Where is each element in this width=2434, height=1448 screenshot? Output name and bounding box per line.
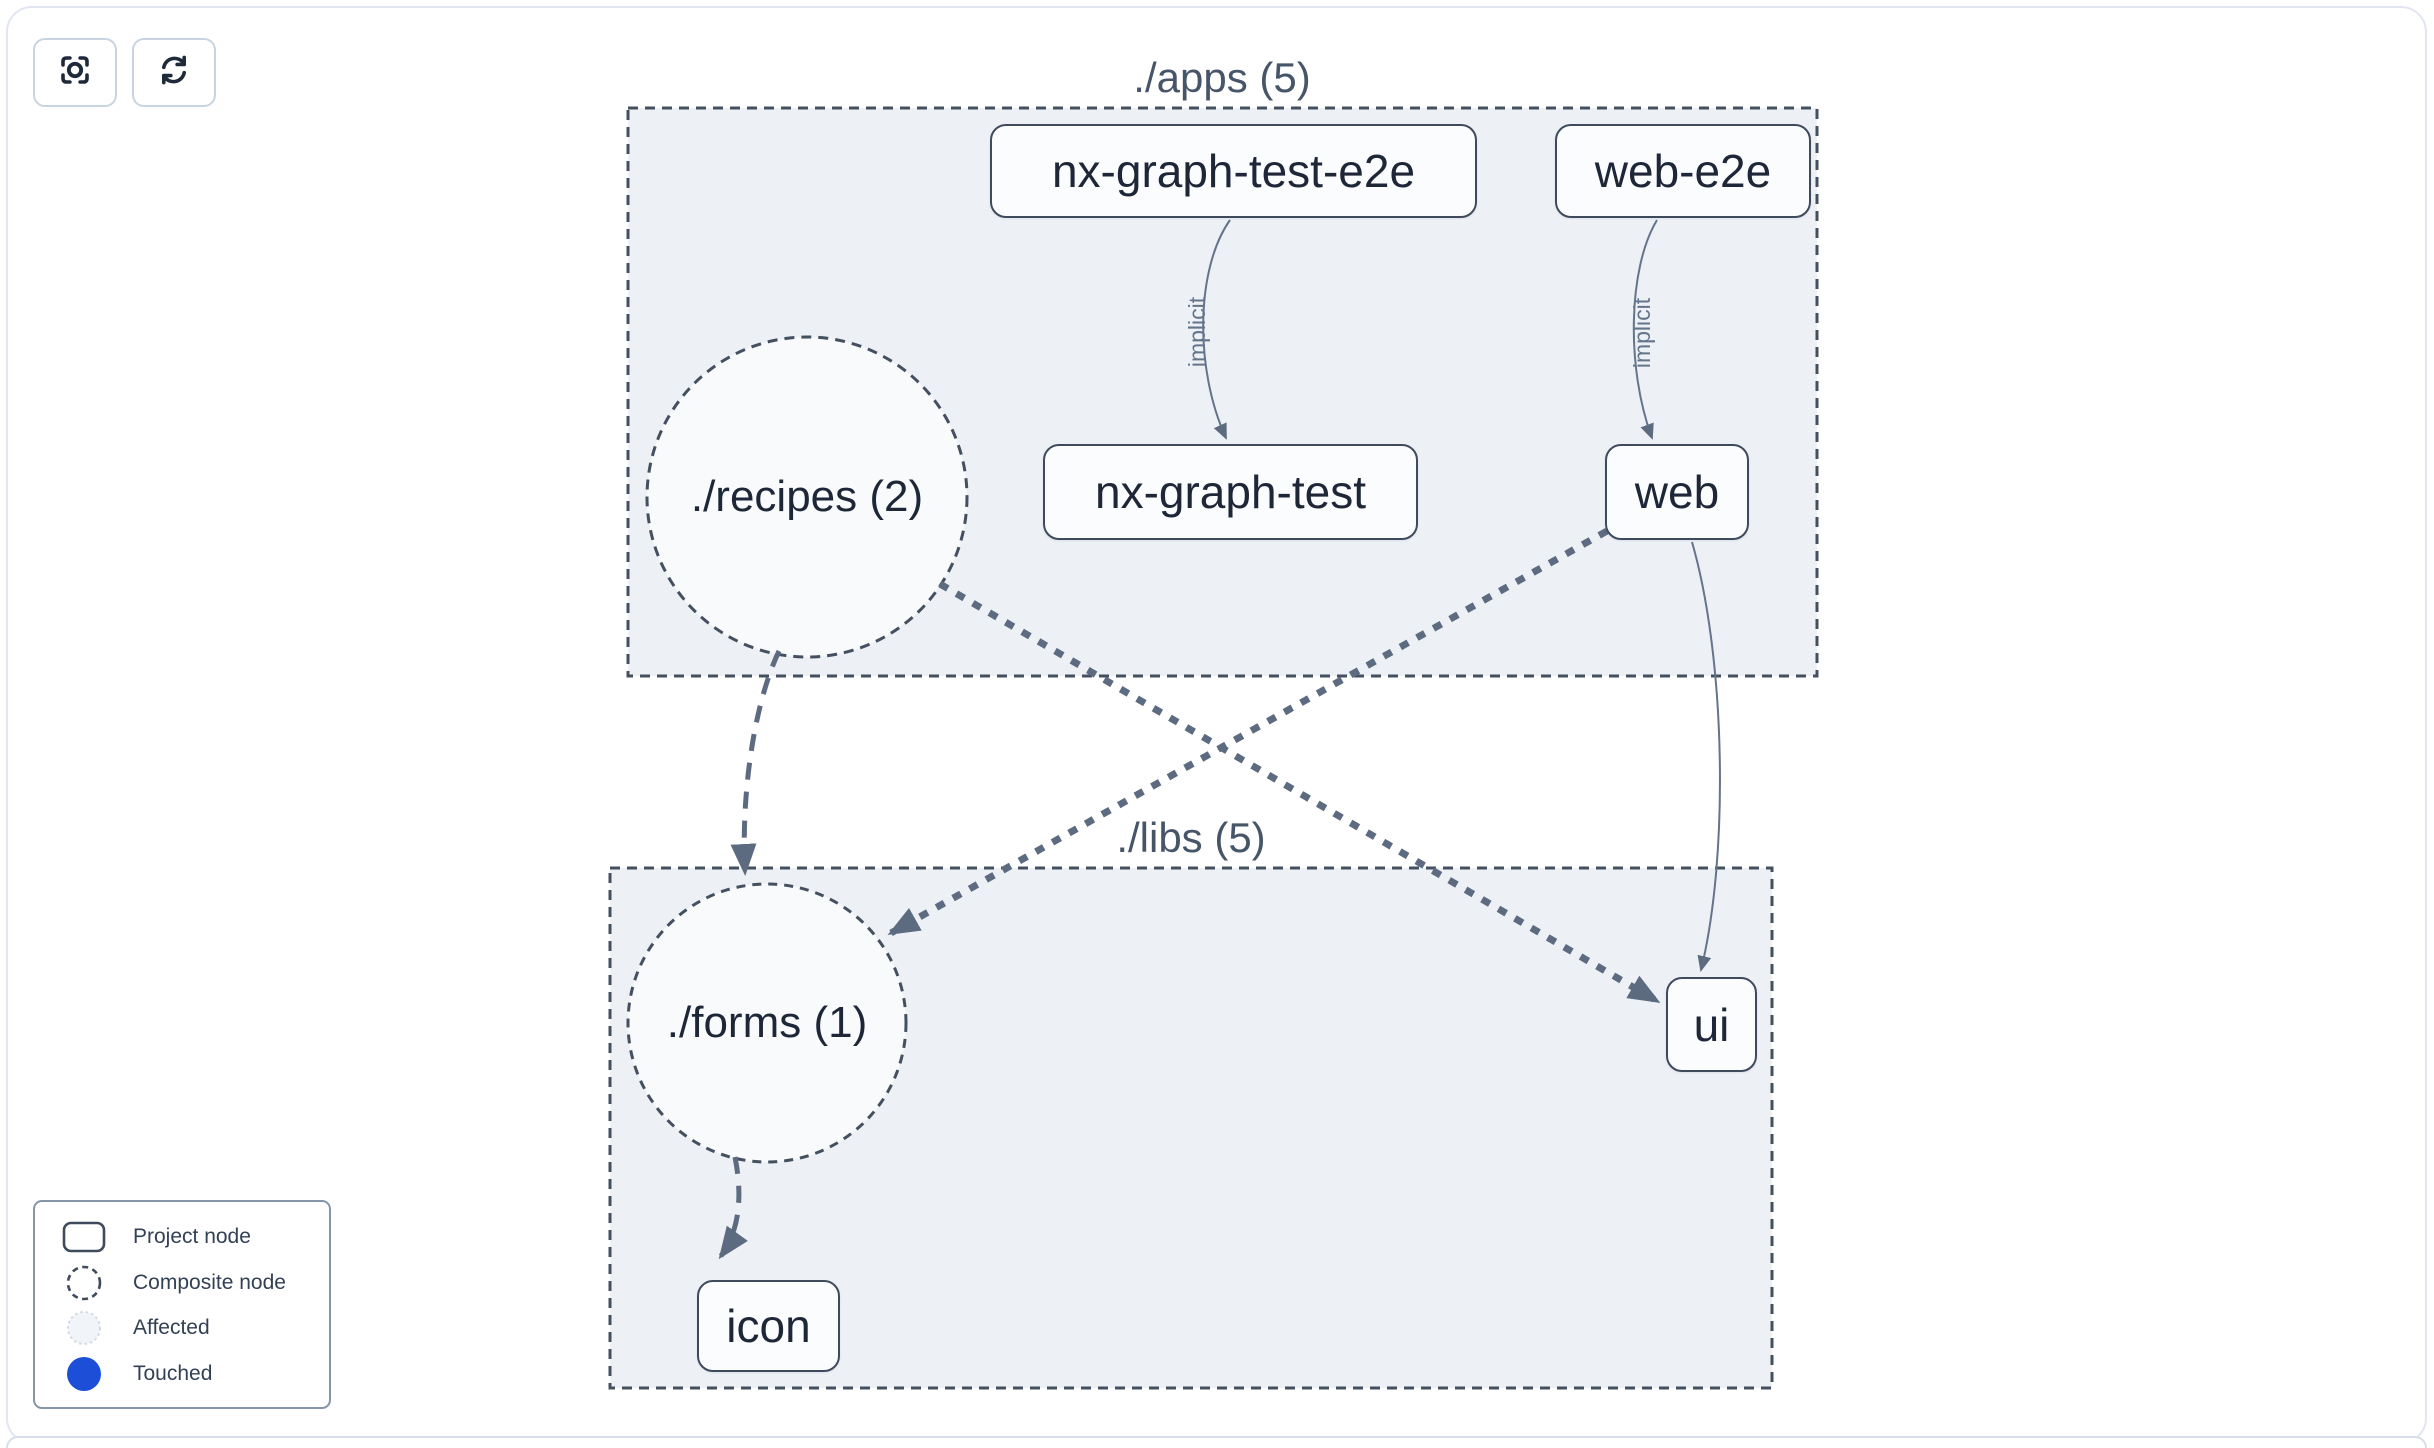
refresh-arrows-icon [156, 52, 192, 93]
node-label: web-e2e [1594, 145, 1772, 197]
node-icon[interactable]: icon [697, 1280, 840, 1372]
node-label: nx-graph-test-e2e [1051, 145, 1416, 197]
toolbar [33, 38, 216, 107]
node-label: web [1634, 466, 1720, 518]
composite-circle-recipes [645, 335, 969, 659]
node-web-e2e[interactable]: web-e2e [1555, 124, 1811, 218]
edge-forms-to-icon [718, 1156, 748, 1260]
touched-icon [35, 1355, 133, 1393]
edge-recipes-to-ui [938, 580, 1661, 1005]
node-web[interactable]: web [1605, 444, 1749, 540]
composite-node-forms[interactable]: ./forms (1) [628, 884, 906, 1162]
legend-row-affected: Affected [35, 1306, 329, 1352]
edge-web-e2e-to-web [1632, 219, 1658, 440]
node-nx-graph-test-e2e[interactable]: nx-graph-test-e2e [990, 124, 1477, 218]
node-label: ./forms (1) [666, 998, 868, 1047]
legend-label: Composite node [133, 1270, 286, 1294]
legend-row-touched: Touched [35, 1351, 329, 1397]
edge-nx-graph-test-e2e-to-nx-graph-test [1202, 219, 1231, 440]
node-label: ui [1693, 998, 1730, 1051]
project-node-icon [35, 1219, 133, 1255]
legend-label: Touched [133, 1362, 213, 1386]
node-label: nx-graph-test [1094, 466, 1366, 518]
group-label-libs: ./libs (5) [1116, 814, 1266, 861]
composite-circle-forms [626, 882, 908, 1164]
legend-row-composite-node: Composite node [35, 1260, 329, 1306]
edge-label-implicit-1: implicit [1184, 296, 1210, 367]
legend: Project node Composite node Affected [33, 1200, 331, 1409]
node-ui[interactable]: ui [1666, 977, 1757, 1072]
composite-node-recipes[interactable]: ./recipes (2) [647, 337, 967, 657]
group-label-apps: ./apps (5) [1133, 54, 1311, 101]
legend-row-project-node: Project node [35, 1214, 329, 1260]
node-label: icon [726, 1300, 811, 1352]
edge-recipes-to-forms [730, 649, 782, 876]
focus-scan-icon [57, 52, 93, 93]
legend-label: Project node [133, 1224, 251, 1248]
edge-web-to-ui [1691, 541, 1721, 972]
edge-label-implicit-2: implicit [1629, 297, 1655, 368]
focus-button[interactable] [33, 38, 117, 107]
bottom-panel-edge [6, 1436, 2427, 1448]
refresh-button[interactable] [132, 38, 216, 107]
node-label: ./recipes (2) [690, 472, 924, 521]
node-nx-graph-test[interactable]: nx-graph-test [1043, 444, 1418, 540]
edge-web-to-forms [887, 527, 1609, 937]
affected-icon [35, 1309, 133, 1347]
composite-node-icon [35, 1264, 133, 1302]
legend-label: Affected [133, 1316, 210, 1340]
